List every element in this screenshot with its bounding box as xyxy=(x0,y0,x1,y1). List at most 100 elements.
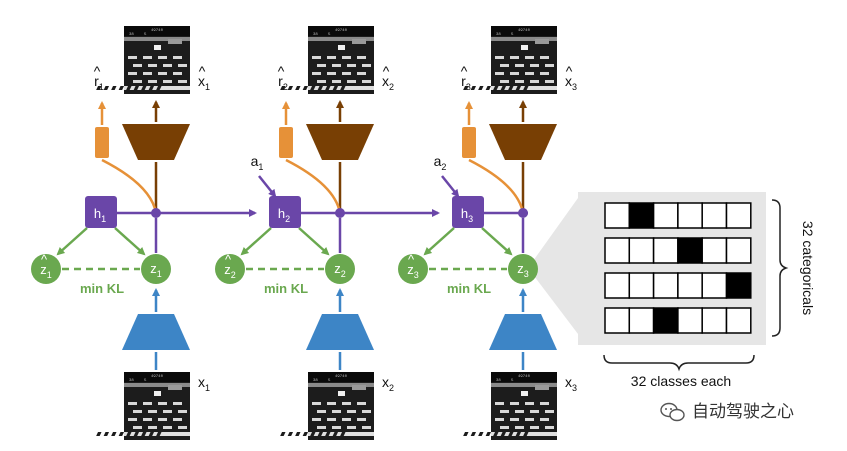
input-frame-platform xyxy=(530,410,539,413)
input-frame-platform xyxy=(540,418,549,421)
input-frame-level: 5 xyxy=(144,379,147,383)
input-frame-sprite xyxy=(154,391,161,396)
classes-label: 32 classes each xyxy=(631,373,731,389)
reconstructed-frame-platform xyxy=(327,56,336,59)
recurrent-state-label-base: h xyxy=(461,206,468,221)
input-frame-stripe xyxy=(310,432,316,436)
posterior-latent-label-base: z xyxy=(517,261,524,276)
reconstructed-frame-stripe xyxy=(515,86,522,90)
reconstructed-frame-platform xyxy=(495,72,504,75)
reconstructed-frame-stripe xyxy=(96,86,102,90)
input-frame-stripe xyxy=(156,432,162,436)
class-cell xyxy=(701,307,728,334)
input-frame-stripe xyxy=(515,432,522,436)
input-frame-stripe xyxy=(280,432,286,436)
reconstruction-label-subscript: 2 xyxy=(389,82,394,92)
reconstruction-label-hat: ^ xyxy=(566,63,573,79)
reconstructed-frame-stripe xyxy=(478,86,484,90)
reconstructed-frame-stripe xyxy=(485,86,492,90)
input-frame-header xyxy=(491,372,557,382)
min-kl-label: min KL xyxy=(264,281,308,296)
reconstructed-frame-platform xyxy=(540,72,549,75)
watermark-text: 自动驾驶之心 xyxy=(692,402,794,422)
action-arrow xyxy=(258,175,277,198)
reconstructed-frame-platform xyxy=(173,56,182,59)
input-frame-platform xyxy=(495,402,504,405)
recurrent-state-node xyxy=(269,196,301,228)
reconstructed-frame-platform xyxy=(158,56,167,59)
input-frame-sprite xyxy=(521,391,528,396)
input-frame-stripe xyxy=(332,432,339,436)
input-frame-stripe xyxy=(317,432,324,436)
input-frame-lives: 38 xyxy=(313,379,318,383)
input-frame-platform xyxy=(312,402,321,405)
reconstructed-frame-level: 5 xyxy=(144,33,147,37)
input-frame-stripe xyxy=(118,432,125,436)
observation-label-subscript: 3 xyxy=(572,383,577,393)
reconstructed-frame-stripe xyxy=(340,86,346,90)
input-frame-platform xyxy=(545,426,554,429)
reconstruction-label: x2 xyxy=(382,73,394,92)
reward-label-hat: ^ xyxy=(461,63,468,79)
posterior-latent-node xyxy=(325,254,355,284)
reconstructed-frame-stripe xyxy=(103,86,110,90)
input-frame-platform xyxy=(173,418,182,421)
input-frame-platform xyxy=(148,426,157,429)
reconstructed-frame-score: 49740 xyxy=(151,29,164,33)
reward-label-base: r xyxy=(278,73,283,89)
reconstructed-frame-platform xyxy=(148,80,157,83)
posterior-latent-label-subscript: 2 xyxy=(341,269,346,279)
reconstructed-frame-bg xyxy=(308,26,374,94)
posterior-latent-label-base: z xyxy=(150,261,157,276)
input-frame-band xyxy=(308,383,374,387)
reconstructed-frame-stripe xyxy=(148,86,155,90)
reconstructed-frame-stripe xyxy=(302,86,309,90)
input-frame-stripe xyxy=(325,432,331,436)
reconstructed-frame-bg xyxy=(491,26,557,94)
input-frame-platform xyxy=(510,418,519,421)
action-label-subscript: 1 xyxy=(258,162,263,172)
posterior-latent-label-subscript: 3 xyxy=(524,269,529,279)
input-frame-stripe xyxy=(463,432,469,436)
reconstructed-frame-stripe xyxy=(500,86,507,90)
reconstructed-frame-platform xyxy=(128,72,137,75)
reward-label-subscript: 1 xyxy=(99,82,104,92)
reconstructed-frame-stripe xyxy=(287,86,294,90)
reconstructed-frame-stripe xyxy=(310,86,316,90)
observation-label-subscript: 2 xyxy=(389,383,394,393)
selected-class-cell xyxy=(677,237,703,264)
class-cell xyxy=(725,237,752,264)
observation-label-subscript: 1 xyxy=(205,383,210,393)
input-frame-platform xyxy=(158,418,167,421)
input-frame-platform xyxy=(163,426,172,429)
reconstructed-frame-platform xyxy=(362,64,371,67)
posterior-latent-node xyxy=(141,254,171,284)
reconstructed-frame-platform xyxy=(342,56,351,59)
class-cell xyxy=(604,202,631,229)
reconstructed-frame-band xyxy=(491,37,557,41)
input-frame-platform xyxy=(173,402,182,405)
input-frame-lives: 38 xyxy=(129,379,134,383)
class-cell xyxy=(652,202,679,229)
observation-label: x3 xyxy=(565,374,577,393)
input-frame-band xyxy=(491,383,557,387)
input-frame-stripe xyxy=(141,432,147,436)
input-frame-platform xyxy=(347,426,356,429)
reconstructed-frame-platform xyxy=(332,80,341,83)
reconstructed-frame-platform xyxy=(515,80,524,83)
input-frame-stripe xyxy=(302,432,309,436)
class-cell xyxy=(725,202,752,229)
input-frame-platform xyxy=(128,418,137,421)
reconstructed-frame-stripe xyxy=(508,86,514,90)
input-frame-score: 49740 xyxy=(335,375,348,379)
input-frame-platform xyxy=(148,410,157,413)
input-frame-stripe xyxy=(485,432,492,436)
reconstructed-frame-platform xyxy=(510,72,519,75)
reward-label: r1 xyxy=(94,73,104,92)
categorical-grid xyxy=(604,202,752,334)
reconstructed-frame-platform xyxy=(525,56,534,59)
recurrent-state-label-subscript: 3 xyxy=(468,214,473,224)
reconstructed-frame-platform xyxy=(525,72,534,75)
